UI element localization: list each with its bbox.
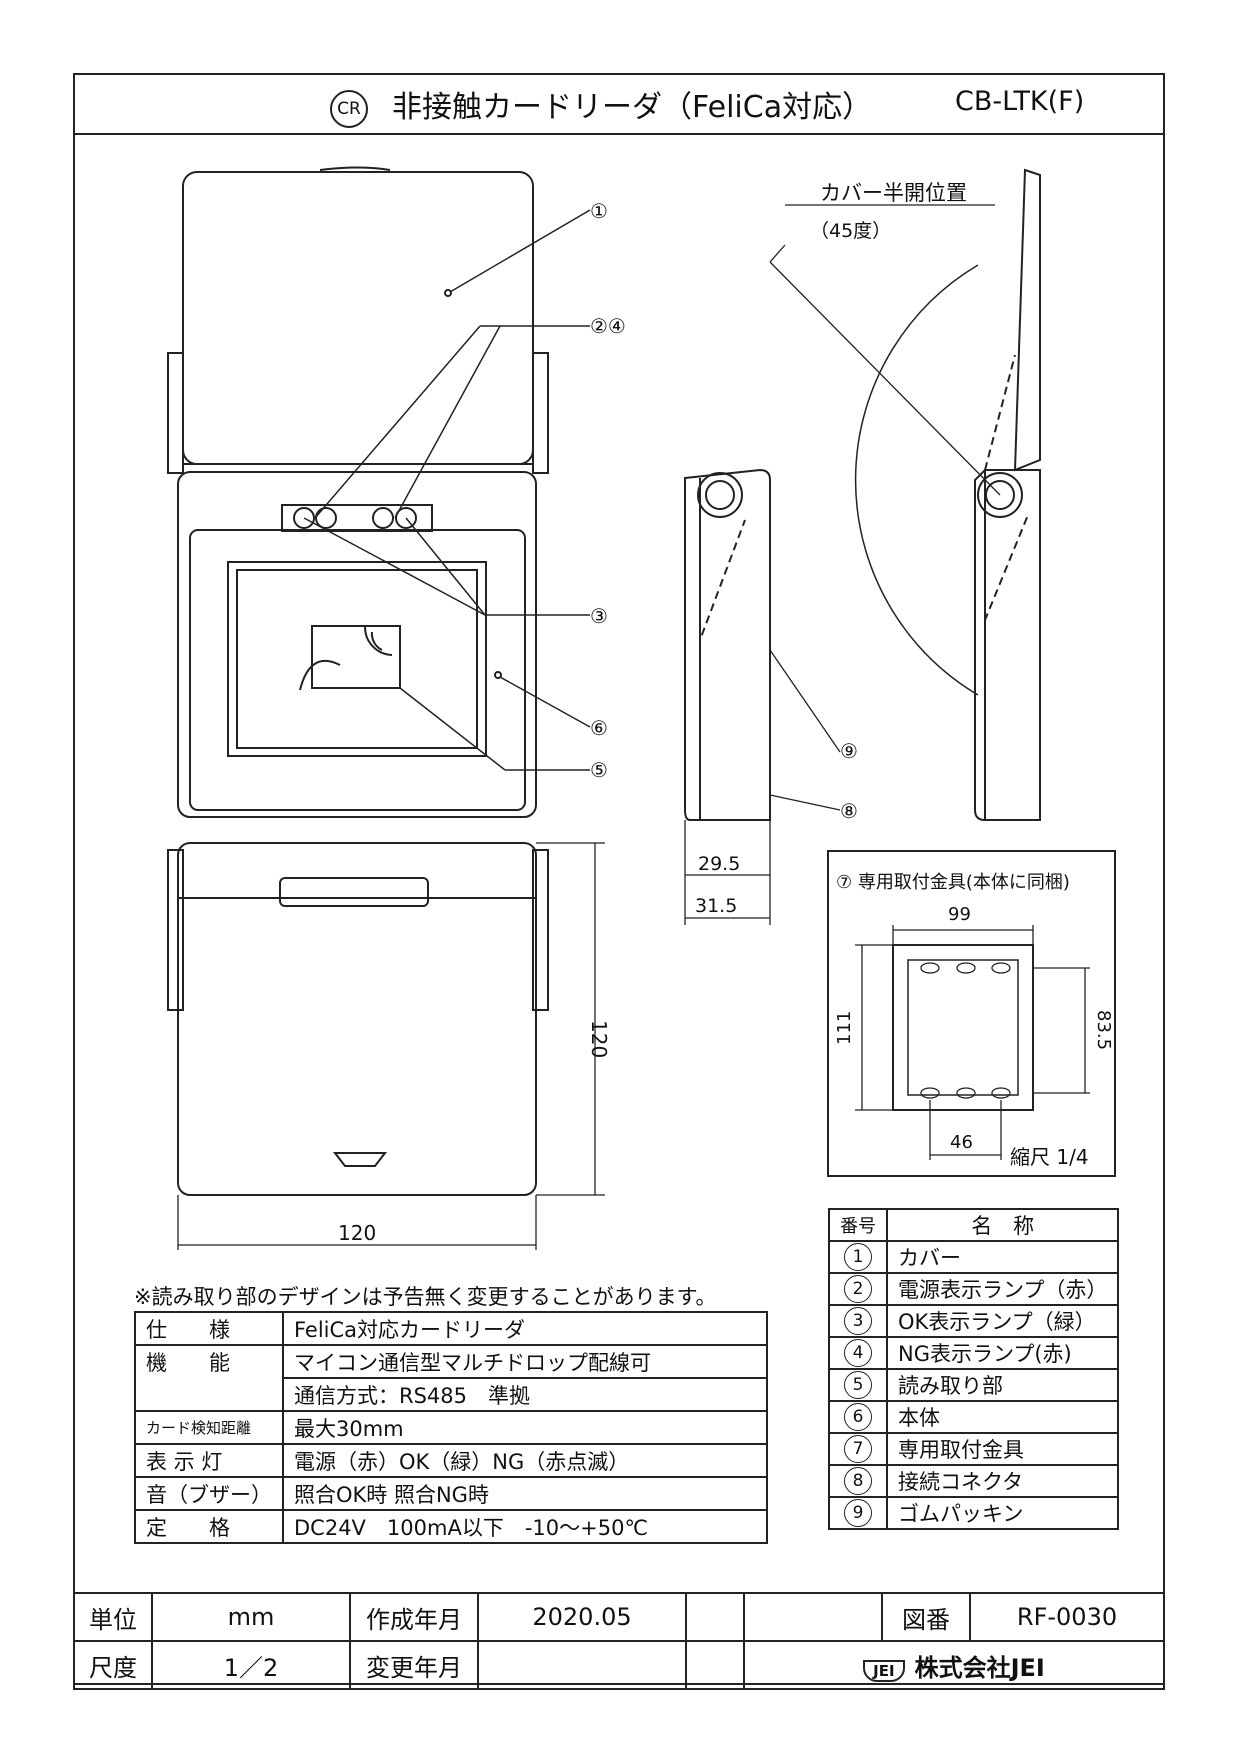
- callout-2-4: ②④: [590, 314, 626, 338]
- side-view-outline: [684, 468, 771, 821]
- dim-depth-1: 29.5: [698, 853, 740, 875]
- hinge-left: [167, 352, 184, 474]
- drawing-no-value: RF-0030: [969, 1592, 1165, 1642]
- cover-outline: [182, 171, 534, 465]
- callout-9: ⑨: [840, 739, 858, 763]
- body-outline: [177, 471, 537, 818]
- created-label: 作成年月: [349, 1592, 479, 1642]
- technical-drawing: ① ②④ ③ ⑥ ⑤ ⑨ ⑧ カバー半開位置 （45度） 120 120 29.…: [167, 166, 1116, 1250]
- unit-label: 単位: [73, 1592, 153, 1642]
- bracket-title: ⑦ 専用取付金具(本体に同梱): [836, 872, 1070, 893]
- callout-8: ⑧: [840, 799, 858, 823]
- bracket-pitch-v: 83.5: [1093, 1010, 1114, 1050]
- spec-row: 機 能マイコン通信型マルチドロップ配線可: [134, 1344, 768, 1379]
- bracket-pitch-h: 46: [950, 1132, 973, 1153]
- drawing-title: CR 非接触カードリーダ（FeliCa対応）: [330, 82, 872, 128]
- design-note: ※読み取り部のデザインは予告無く変更することがあります。: [134, 1285, 717, 1309]
- model-number: CB-LTK(F): [955, 86, 1085, 117]
- dim-height: 120: [587, 1020, 611, 1058]
- half-open-label: カバー半開位置: [820, 181, 967, 205]
- bracket-height: 111: [834, 1011, 855, 1045]
- bracket-box: [827, 850, 1116, 1177]
- company-cell: JEI 株式会社JEI: [743, 1640, 1165, 1690]
- scale-value: 1／2: [151, 1640, 351, 1690]
- title-block: 単位 mm 作成年月 2020.05 図番 RF-0030 尺度 1／2 変更年…: [73, 1592, 1165, 1690]
- parts-header: 番号名 称: [828, 1208, 1120, 1242]
- dim-depth-2: 31.5: [695, 895, 737, 917]
- callout-3: ③: [590, 604, 608, 628]
- reader-area: [311, 625, 401, 689]
- scale-label: 尺度: [73, 1640, 153, 1690]
- callout-1: ①: [590, 199, 608, 223]
- cr-mark: CR: [330, 89, 368, 128]
- title-text: 非接触カードリーダ（FeliCa対応）: [392, 90, 873, 125]
- half-open-cover: [1013, 168, 1041, 472]
- half-open-angle: （45度）: [810, 220, 891, 242]
- spec-row: カード検知距離最大30mm: [134, 1410, 768, 1445]
- callout-6: ⑥: [590, 716, 608, 740]
- spec-row: 通信方式：RS485 準拠: [134, 1377, 768, 1412]
- spec-row: 音（ブザー）照合OK時 照合NG時: [134, 1476, 768, 1511]
- hinge-right: [532, 352, 549, 474]
- callout-5: ⑤: [590, 758, 608, 782]
- lamp-bar: [281, 504, 433, 532]
- dim-width: 120: [338, 1221, 376, 1245]
- bottom-view-outline: [177, 842, 537, 1196]
- bracket-outline: [892, 944, 1034, 1111]
- spec-row: 表 示 灯電源（赤）OK（緑）NG（赤点滅）: [134, 1443, 768, 1478]
- changed-label: 変更年月: [349, 1640, 479, 1690]
- company-name: 株式会社JEI: [914, 1653, 1045, 1682]
- bracket-width: 99: [948, 904, 971, 925]
- jei-logo-icon: JEI: [863, 1659, 905, 1682]
- created-value: 2020.05: [477, 1592, 687, 1642]
- title-divider: [73, 133, 1165, 135]
- drawing-no-label: 図番: [881, 1592, 971, 1642]
- unit-value: mm: [151, 1592, 351, 1642]
- bracket-scale: 縮尺 1/4: [1010, 1145, 1089, 1169]
